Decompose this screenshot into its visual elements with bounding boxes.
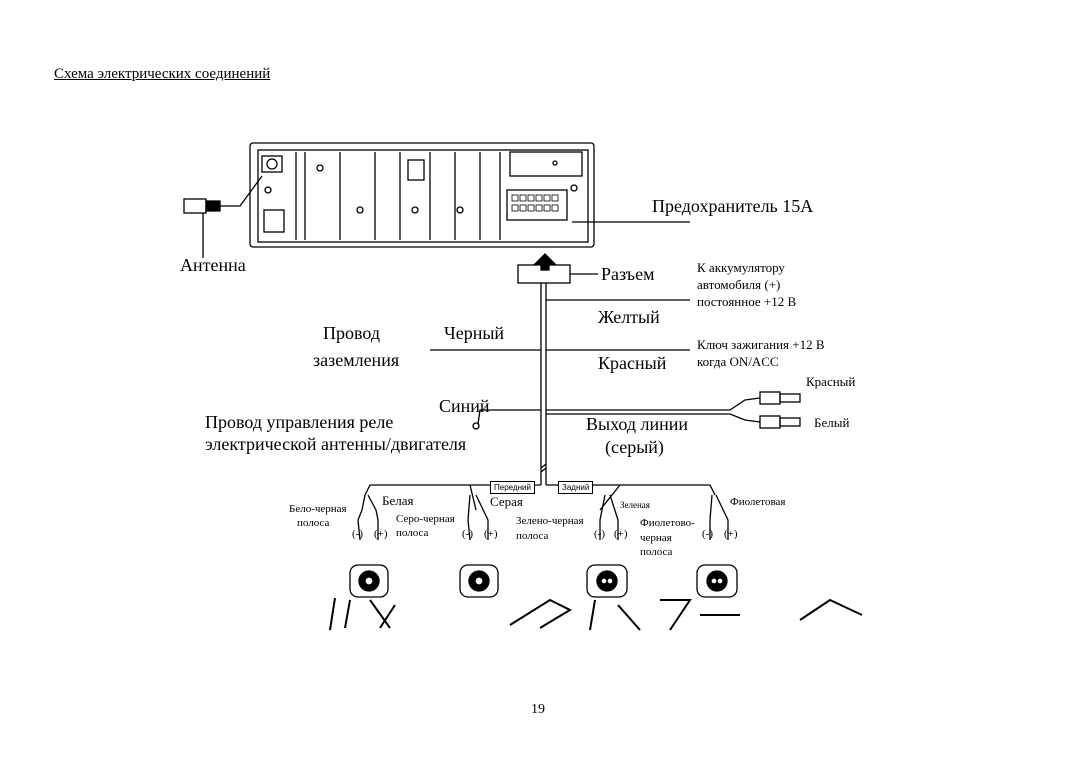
ground-label-1: Провод (323, 323, 381, 343)
s4-neg-label-2: черная (640, 532, 672, 544)
line-out-label-1: Выход линии (586, 414, 689, 434)
red-wire-label: Красный (598, 353, 667, 373)
s1-plus: (+) (374, 528, 388, 540)
ignition-label-1: Ключ зажигания +12 В (697, 337, 825, 352)
s2-neg-label: Серо-черная (396, 513, 455, 525)
s2-pos-label: Серая (490, 494, 523, 509)
s4-neg-label: Фиолетово- (640, 517, 695, 529)
s4-minus: (-) (702, 528, 713, 540)
speaker-front-right (459, 564, 499, 598)
s3-neg-label: Зелено-черная (516, 515, 584, 527)
s1-pos-label: Белая (382, 493, 414, 508)
speaker-rear-left (586, 564, 628, 598)
ignition-label-2: когда ON/ACC (697, 354, 779, 369)
s3-pos-label: Зеленая (620, 500, 650, 510)
yellow-wire-label: Желтый (598, 307, 660, 327)
battery-label-3: постоянное +12 В (697, 294, 797, 309)
antenna-plug (183, 175, 263, 258)
relay-label-2: электрической антенны/двигателя (205, 434, 467, 454)
black-wire-label: Черный (444, 323, 505, 343)
s2-plus: (+) (484, 528, 498, 540)
blue-wire-label: Синий (439, 396, 490, 416)
s1-minus: (-) (352, 528, 363, 540)
rca-white-label: Белый (814, 415, 850, 430)
page-number: 19 (531, 702, 545, 717)
speaker-front-left (349, 564, 389, 598)
ground-label-2: заземления (313, 350, 400, 370)
s3-neg-label-2: полоса (516, 530, 549, 542)
s4-neg-label-3: полоса (640, 546, 673, 558)
relay-label-1: Провод управления реле (205, 412, 394, 432)
s4-pos-label: Фиолетовая (730, 496, 786, 508)
s3-plus: (+) (614, 528, 628, 540)
head-unit-rear-panel (249, 142, 690, 248)
battery-label-2: автомобиля (+) (697, 277, 781, 292)
front-tag: Передний (490, 481, 535, 494)
s2-neg-label-2: полоса (396, 527, 429, 539)
s4-plus: (+) (724, 528, 738, 540)
line-out-label-2: (серый) (605, 437, 664, 457)
s3-minus: (-) (594, 528, 605, 540)
s1-neg-label-2: полоса (297, 517, 330, 529)
rear-tag: Задний (558, 481, 594, 494)
antenna-label: Антенна (180, 255, 246, 275)
page-title: Схема электрических соединений (54, 66, 271, 82)
s1-neg-label: Бело-черная (289, 503, 347, 515)
speaker-rear-right (696, 564, 738, 598)
battery-label-1: К аккумулятору (697, 260, 785, 275)
rca-red-label: Красный (806, 374, 856, 389)
s2-minus: (-) (462, 528, 473, 540)
connector-label: Разъем (601, 264, 655, 284)
fuse-label: Предохранитель 15A (652, 196, 814, 216)
